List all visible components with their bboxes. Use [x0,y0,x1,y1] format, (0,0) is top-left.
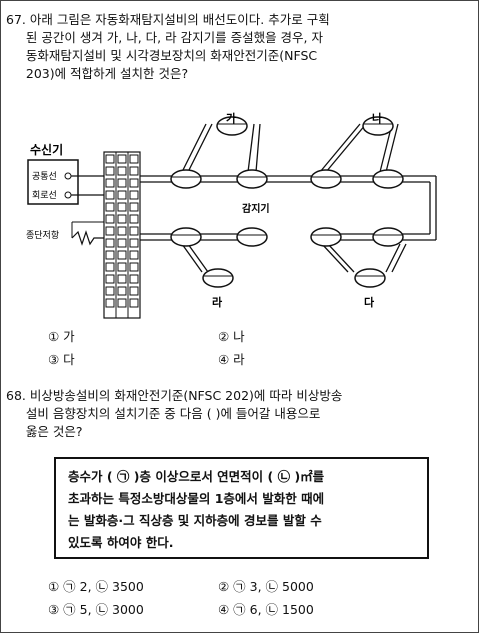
question-67-line: 동화재탐지설비 및 시각경보장치의 화재안전기준(NFSC [6,48,318,63]
question-68-passage-box: 층수가 ( ㉠ )층 이상으로서 연면적이 ( ㉡ )㎡를 초과하는 특정소방대… [54,457,429,559]
terminal-circle [64,191,72,199]
passage-line: 초과하는 특정소방대상물의 1층에서 발화한 때에 [68,491,325,506]
q67-option-3[interactable]: ③ 다 [48,352,75,367]
q68-option-1[interactable]: ① ㉠ 2, ㉡ 3500 [48,579,144,594]
q68-option-4[interactable]: ④ ㉠ 6, ㉡ 1500 [218,602,314,617]
common-line-label: 공통선 [32,171,57,182]
question-67: 67. 아래 그림은 자동화재탐지설비의 배선도이다. 추가로 구획 된 공간이… [6,11,471,83]
passage-line: 있도록 하여야 한다. [68,535,174,550]
end-resistor-symbol [71,230,104,246]
q67-option-2[interactable]: ② 나 [218,329,245,344]
receiver-title: 수신기 [30,142,63,157]
detector [170,227,202,247]
receiver-box [27,159,79,205]
detector-na [362,116,394,136]
label-na: 나 [372,111,382,125]
q67-option-1[interactable]: ① 가 [48,329,75,344]
terminal-circle [64,172,72,180]
detector [372,169,404,189]
detector [170,169,202,189]
question-68-line: 설비 음향장치의 설치기준 중 다음 ( )에 들어갈 내용으로 [6,406,321,421]
question-67-line: 67. 아래 그림은 자동화재탐지설비의 배선도이다. 추가로 구획 [6,12,330,27]
question-67-line: 된 공간이 생겨 가, 나, 다, 라 감지기를 증설했을 경우, 자 [6,30,323,45]
q68-option-3[interactable]: ③ ㉠ 5, ㉡ 3000 [48,602,144,617]
detector-da [354,268,386,288]
detector-ga [216,116,248,136]
passage-line: 층수가 ( ㉠ )층 이상으로서 연면적이 ( ㉡ )㎡를 [68,469,325,484]
detector [310,169,342,189]
detector [236,227,268,247]
detector-label: 감지기 [242,202,270,215]
q67-option-4[interactable]: ④ 라 [218,352,245,367]
label-da: 다 [364,295,375,309]
detector [310,227,342,247]
detector [236,169,268,189]
question-67-line: 203)에 적합하게 설치한 것은? [6,66,189,81]
wiring-diagram: 수신기 공통선 회로선 종단저항 [26,111,437,319]
label-ra: 라 [212,295,223,309]
end-resistor-label: 종단저항 [26,230,59,241]
label-ga: 가 [226,111,236,125]
question-68-line: 68. 비상방송설비의 화재안전기준(NFSC 202)에 따라 비상방송 [6,388,343,403]
terminal-block [103,151,141,319]
question-68-line: 옳은 것은? [6,424,83,439]
q68-option-2[interactable]: ② ㉠ 3, ㉡ 5000 [218,579,314,594]
circuit-line-label: 회로선 [32,190,57,201]
detector-ra [202,268,234,288]
question-68: 68. 비상방송설비의 화재안전기준(NFSC 202)에 따라 비상방송 설비… [6,387,471,441]
detector [372,227,404,247]
passage-line: 는 발화층·그 직상층 및 지하층에 경보를 발할 수 [68,513,322,528]
